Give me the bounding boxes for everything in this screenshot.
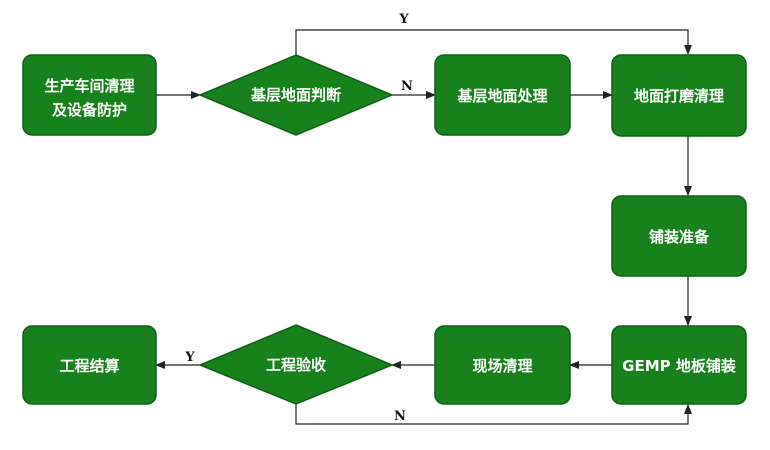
edge-label-acceptance-yes: Y (184, 350, 195, 365)
node-paving-prep: 铺装准备 (611, 195, 747, 277)
node-workshop-cleanup-line-2: 及设备防护 (52, 101, 127, 119)
node-gemp-paving-label: GEMP 地板铺装 (622, 357, 737, 375)
node-settlement: 工程结算 (22, 325, 157, 405)
node-grind-clean: 地面打磨清理 (611, 54, 747, 137)
node-paving-prep-label: 铺装准备 (649, 228, 710, 246)
edge-label-check-no: N (401, 79, 413, 94)
node-site-clean-label: 现场清理 (472, 357, 532, 375)
decision-base-check-label: 基层地面判断 (250, 86, 341, 104)
edges (155, 29, 692, 425)
node-grind-clean-label: 地面打磨清理 (634, 87, 724, 105)
node-workshop-cleanup-line-1: 生产车间清理 (44, 77, 134, 95)
node-base-treat: 基层地面处理 (434, 54, 571, 136)
edge-label-check-yes: Y (398, 12, 409, 27)
edge-acceptance-no-to-gemp (295, 403, 692, 425)
node-gemp-paving: GEMP 地板铺装 (611, 325, 747, 405)
decision-acceptance-label: 工程验收 (266, 356, 326, 374)
node-base-treat-label: 基层地面处理 (456, 87, 547, 105)
edge-label-acceptance-no: N (394, 409, 406, 424)
node-workshop-cleanup: 生产车间清理 及设备防护 (22, 54, 157, 136)
edge-check-yes-to-grind (295, 29, 692, 55)
node-settlement-label: 工程结算 (59, 357, 119, 375)
decision-acceptance: 工程验收 (198, 324, 394, 405)
node-site-clean: 现场清理 (434, 325, 571, 405)
decision-base-check: 基层地面判断 (198, 54, 394, 136)
